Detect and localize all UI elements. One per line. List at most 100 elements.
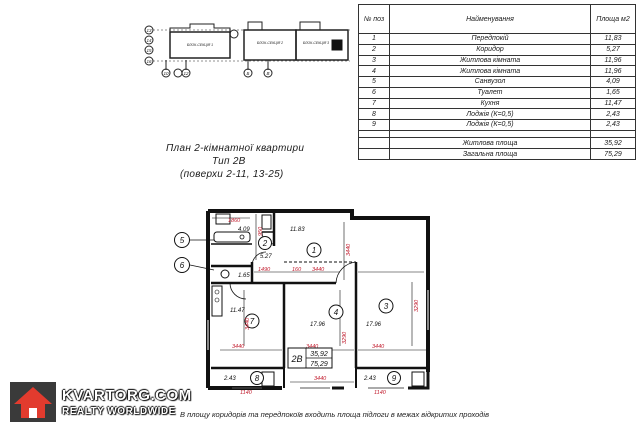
callout-2 <box>258 236 272 250</box>
table-cell: Житлова площа <box>389 137 591 150</box>
table-cell: 4,09 <box>590 76 636 88</box>
table-cell: Санвузол <box>389 76 591 88</box>
axis-label-13: 13 <box>146 28 152 33</box>
table-cell: 11,47 <box>590 97 636 110</box>
callout-6-num: 6 <box>180 261 185 270</box>
table-cell: Лоджія (К=0,5) <box>389 119 591 131</box>
axis-label-v: В <box>266 71 269 76</box>
callout-4-num: 4 <box>334 308 339 317</box>
table-cell: Лоджія (К=0,5) <box>389 108 591 121</box>
badge-living: 35,92 <box>310 351 328 358</box>
dim-3290b: 3290 <box>342 331 348 344</box>
floor-plan-walls <box>206 209 430 390</box>
callout-8-num: 8 <box>255 374 260 383</box>
callout-7-num: 7 <box>250 317 255 326</box>
dim-3440v: 3440 <box>346 243 352 256</box>
header-area: Площа м2 <box>590 3 636 35</box>
table-cell: 7 <box>358 97 390 110</box>
plan-type: Тип 2В <box>212 156 246 167</box>
table-cell: Туалет <box>389 86 591 99</box>
plan-title: План 2-кімнатної квартири <box>166 143 305 154</box>
table-cell: 75,29 <box>590 148 636 160</box>
table-cell: 1 <box>358 33 390 45</box>
table-cell <box>358 129 390 139</box>
table-cell <box>389 129 591 139</box>
table-cell: Передпокій <box>389 33 591 45</box>
callout-1-num: 1 <box>312 246 316 255</box>
dim-3440c: 3440 <box>306 344 319 350</box>
table-cell: 4 <box>358 65 390 78</box>
table-cell: 2,43 <box>590 119 636 131</box>
area-r9: 2.43 <box>363 376 376 382</box>
callout-3 <box>378 298 394 314</box>
axis-label-16: 16 <box>146 59 152 64</box>
table-header-row: № поз Найменування Площа м2 <box>358 3 636 35</box>
dim-1490: 1490 <box>258 267 271 273</box>
key-block-3-label: БЛОК-СЕКЦІЯ 3 <box>303 41 329 45</box>
key-block-2-label: БЛОК-СЕКЦІЯ 2 <box>257 41 283 45</box>
dim-950: 950 <box>258 226 264 236</box>
table-cell <box>590 129 636 139</box>
badge-type: 2В <box>290 354 302 364</box>
header-num: № поз <box>358 3 390 35</box>
dim-1140a: 1140 <box>240 390 253 396</box>
callout-1 <box>306 242 322 258</box>
badge-total: 75,29 <box>310 361 328 368</box>
plan-footnote: В площу коридорів та передпокоїв входить… <box>180 410 490 419</box>
table-cell: Житлова кімната <box>389 54 591 67</box>
table-cell: 6 <box>358 86 390 99</box>
callout-7 <box>244 313 260 329</box>
key-selected-flat <box>331 39 343 51</box>
key-plan <box>144 21 350 78</box>
key-block-1-label: БЛОК-СЕКЦІЯ 1 <box>187 43 213 47</box>
table-cell: 11,83 <box>590 33 636 45</box>
watermark-tagline: REALTY WORLDWIDE <box>62 406 176 417</box>
dim-1860: 1860 <box>228 218 241 224</box>
table-cell: Коридор <box>389 43 591 56</box>
callout-2-num: 2 <box>262 239 268 248</box>
callout-8 <box>250 371 264 385</box>
apartment-badge: 2В 35,92 75,29 <box>287 347 333 369</box>
dim-3440a: 3440 <box>312 267 325 273</box>
table-row <box>358 129 636 139</box>
table-cell: 35,92 <box>590 137 636 150</box>
callout-6 <box>174 257 190 273</box>
key-block-2 <box>243 29 297 61</box>
table-cell <box>358 148 390 160</box>
house-logo-icon <box>10 382 56 422</box>
key-block-3 <box>295 29 349 61</box>
table-cell: 9 <box>358 119 390 131</box>
table-cell: 2 <box>358 43 390 56</box>
table-cell: 5 <box>358 76 390 88</box>
callout-9-num: 9 <box>392 374 397 383</box>
area-r3: 17.96 <box>366 322 382 328</box>
table-cell: Житлова кімната <box>389 65 591 78</box>
callout-5 <box>174 232 190 248</box>
callout-3-num: 3 <box>384 302 389 311</box>
area-r6: 1.65 <box>238 273 250 279</box>
axis-label-10: 10 <box>163 71 169 76</box>
dim-3440d: 3440 <box>372 344 385 350</box>
plan-floors: (поверхи 2-11, 13-25) <box>180 169 284 180</box>
dim-3440w: 3440 <box>245 317 251 330</box>
area-r8: 2.43 <box>223 376 236 382</box>
table-cell <box>358 137 390 150</box>
dim-3440k: 3440 <box>314 376 327 382</box>
header-name: Найменування <box>389 3 591 35</box>
callout-4 <box>328 304 344 320</box>
table-cell: Загальна площа <box>389 148 591 160</box>
axis-label-14: 14 <box>146 38 152 43</box>
area-r4: 17.96 <box>310 322 326 328</box>
room-callouts <box>174 232 401 385</box>
